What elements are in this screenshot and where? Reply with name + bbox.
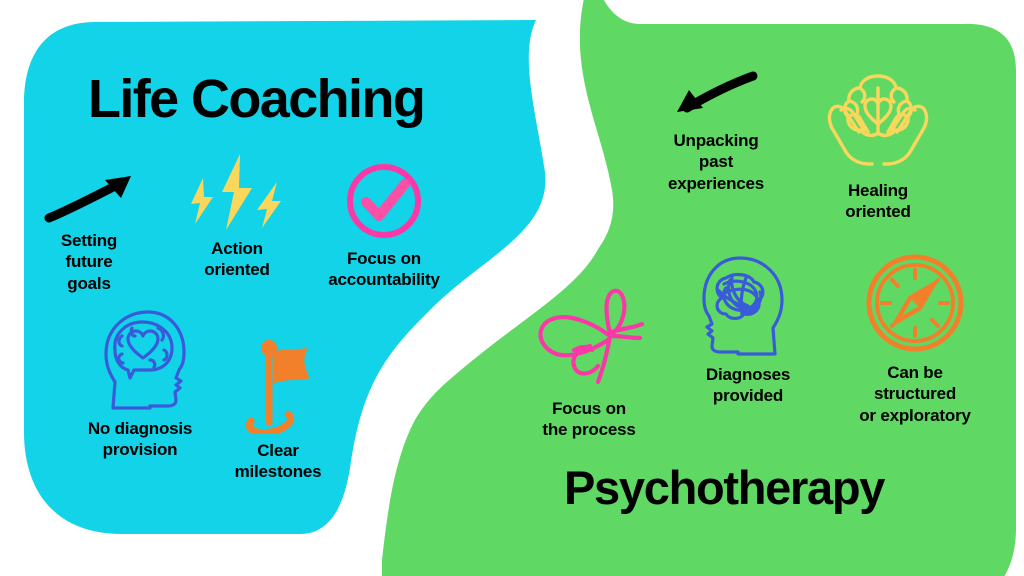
page-title-psychotherapy: Psychotherapy: [564, 461, 885, 514]
item-focus-accountability: Focus on accountability: [304, 160, 464, 291]
item-label: Healing oriented: [845, 181, 911, 222]
item-clear-milestones: Clear milestones: [216, 336, 340, 483]
item-unpacking-past-experiences: Unpacking past experiences: [648, 70, 784, 194]
item-label: Focus on the process: [542, 399, 636, 440]
flag-icon: [232, 336, 324, 437]
wave-divider: [353, 0, 609, 576]
butterfly-icon: [526, 286, 652, 392]
item-label: Unpacking past experiences: [667, 131, 765, 193]
psychotherapy-panel: [382, 0, 1016, 576]
compass-icon: [862, 250, 968, 356]
hands-holding-brain-icon: [820, 68, 936, 174]
item-label: Setting future goals: [60, 231, 118, 293]
item-label: Focus on accountability: [328, 249, 440, 290]
item-structured-or-exploratory: Can be structured or exploratory: [832, 250, 998, 426]
item-diagnoses-provided: Diagnoses provided: [680, 252, 816, 407]
head-tangled-brain-icon: [696, 252, 800, 358]
item-action-oriented: Action oriented: [176, 152, 298, 281]
arrow-up-right-icon: [43, 168, 135, 224]
item-setting-future-goals: Setting future goals: [34, 168, 144, 294]
item-label: Clear milestones: [234, 441, 322, 482]
page-title-life-coaching: Life Coaching: [88, 69, 426, 129]
item-healing-oriented: Healing oriented: [810, 68, 946, 223]
item-label: Diagnoses provided: [705, 365, 791, 406]
item-label: No diagnosis provision: [87, 419, 193, 460]
item-label: Can be structured or exploratory: [859, 363, 971, 425]
item-focus-on-process: Focus on the process: [516, 286, 662, 441]
head-heart-brain-icon: [88, 306, 192, 412]
item-label: Action oriented: [204, 239, 270, 280]
lightning-bolts-icon: [182, 152, 292, 232]
arrow-down-left-icon: [671, 70, 761, 124]
check-circle-icon: [343, 160, 425, 242]
item-no-diagnosis-provision: No diagnosis provision: [60, 306, 220, 461]
